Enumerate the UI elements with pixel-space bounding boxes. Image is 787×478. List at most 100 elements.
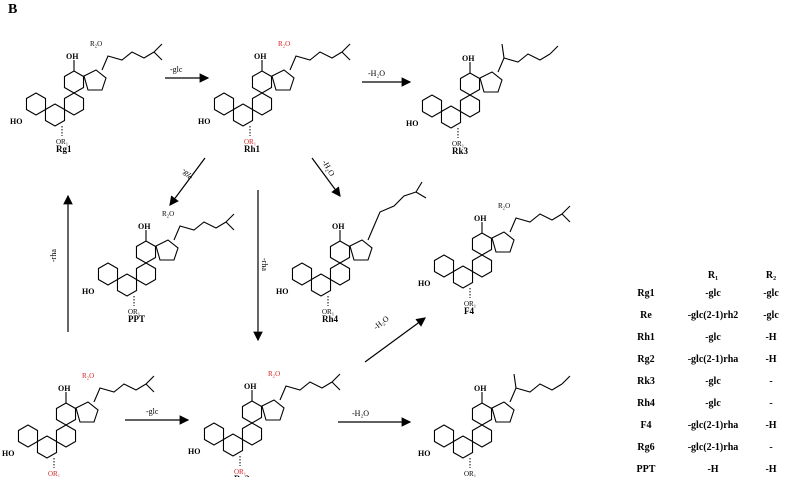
arrow-label: -rha xyxy=(49,249,58,262)
or1-label: OR₁ xyxy=(464,470,476,477)
arrow-rh1-to-rg2: -rha xyxy=(253,190,269,342)
table-cell-compound: Rh4 xyxy=(637,398,655,409)
r2o-label: R₂O xyxy=(498,202,510,210)
compound-label: Rg2 xyxy=(234,474,250,477)
table-cell-r2: -H xyxy=(765,420,777,431)
compound-label: Rh1 xyxy=(244,144,261,154)
hydroxyl-label: OH xyxy=(474,214,487,223)
table-row: Rg1 -glc -glc xyxy=(628,288,786,302)
table-cell-r2: -glc xyxy=(763,288,779,299)
arrow-label: -H₂O xyxy=(372,314,391,332)
table-header-r2: R₂ xyxy=(765,270,777,281)
or1-label: OR₁ xyxy=(464,300,476,308)
table-row: Rg6 -glc(2-1)rha - xyxy=(628,442,786,456)
or1-label: OR₁ xyxy=(452,140,464,148)
arrow-rh1-to-rk3: -H₂O xyxy=(362,69,412,87)
table-cell-compound: Rk3 xyxy=(637,376,655,387)
table-row: PPT -H -H xyxy=(628,464,786,478)
arrow-rg1-to-rh1: -glc xyxy=(165,65,210,83)
table-cell-r1: -glc xyxy=(705,288,721,299)
molecule-rg6: OHHOOR₁Rg6 xyxy=(418,373,571,477)
table-cell-compound: Rh1 xyxy=(637,332,655,343)
or1-label: OR₁ xyxy=(56,138,68,146)
table-cell-r1: -glc xyxy=(705,332,721,343)
table-cell-r1: -glc(2-1)rha xyxy=(687,420,739,431)
hydroxyl-label: OH xyxy=(58,384,71,393)
arrow-rg2-to-rg6: -H₂O xyxy=(338,409,412,427)
table-cell-r1: -glc xyxy=(705,398,721,409)
molecule-rg2: OH R₂O HO OR₁Rg2 xyxy=(188,370,341,477)
table-cell-r2: -H xyxy=(765,464,777,475)
hydroxyl-label: OH xyxy=(332,222,345,231)
r2o-label: R₂O xyxy=(82,372,94,380)
ho-label: HO xyxy=(188,447,200,456)
panel-label: B xyxy=(8,2,18,17)
compound-label: F4 xyxy=(464,306,474,316)
arrow-label: -glc xyxy=(146,407,159,416)
table-cell-r2: -H xyxy=(765,332,777,343)
table-cell-r1: -glc(2-1)rha xyxy=(687,442,739,453)
or1-label: OR₁ xyxy=(322,308,334,316)
table-cell-r1: -glc xyxy=(705,376,721,387)
ho-label: HO xyxy=(82,287,94,296)
table-row: F4 -glc(2-1)rha -H xyxy=(628,420,786,434)
arrow-rh1-to-rh4: -H₂O xyxy=(311,157,341,197)
r2o-label: R₂O xyxy=(90,40,102,48)
table-header-row: R₁ R₂ xyxy=(628,270,786,284)
ho-label: HO xyxy=(198,117,210,126)
r2o-label: R₂O xyxy=(162,210,174,218)
table-header-r1: R₁ xyxy=(707,270,719,281)
table-row: Rk3 -glc - xyxy=(628,376,786,390)
compound-label: Rg1 xyxy=(56,144,72,154)
table-row: Rg2 -glc(2-1)rha -H xyxy=(628,354,786,368)
ho-label: HO xyxy=(406,119,418,128)
table-cell-r2: - xyxy=(769,376,773,387)
or1-label: OR₁ xyxy=(128,308,140,316)
arrow-label: -glc xyxy=(180,166,195,182)
compound-label: PPT xyxy=(128,314,145,324)
hydroxyl-label: OH xyxy=(474,384,487,393)
ho-label: HO xyxy=(2,449,14,458)
r2o-label: R₂O xyxy=(278,40,290,48)
arrow-label: -rha xyxy=(260,258,269,271)
hydroxyl-label: OH xyxy=(254,52,267,61)
table-cell-r2: - xyxy=(769,442,773,453)
arrow-rg1-to-ppt: -glc xyxy=(169,157,206,206)
hydroxyl-label: OH xyxy=(462,54,475,63)
molecule-re: OHR₂OHOOR₁Re xyxy=(2,372,155,477)
or1-label: OR₁ xyxy=(244,138,256,146)
table-cell-compound: Rg1 xyxy=(637,288,655,299)
hydroxyl-label: OH xyxy=(66,52,79,61)
table-cell-compound: F4 xyxy=(640,420,652,431)
arrow-label: -H₂O xyxy=(368,69,385,78)
arrow-label: -glc xyxy=(170,65,183,74)
table-row: Rh1 -glc -H xyxy=(628,332,786,346)
table-cell-r2: -glc xyxy=(763,310,779,321)
table-cell-compound: Rg2 xyxy=(637,354,655,365)
ho-label: HO xyxy=(418,279,430,288)
or1-label: OR₁ xyxy=(48,470,60,477)
table-cell-r2: - xyxy=(769,398,773,409)
hydroxyl-label: OH xyxy=(138,222,151,231)
table-cell-r2: -H xyxy=(765,354,777,365)
table-row: Re -glc(2-1)rh2 -glc xyxy=(628,310,786,324)
table-cell-r1: -glc(2-1)rha xyxy=(687,354,739,365)
arrow-re-to-rg2: -glc xyxy=(125,407,190,425)
ho-label: HO xyxy=(418,449,430,458)
table-cell-compound: PPT xyxy=(636,464,656,475)
ho-label: HO xyxy=(276,287,288,296)
r2o-label: R₂O xyxy=(268,370,280,378)
arrow-re-to-rg1: -rha xyxy=(49,194,73,332)
arrow-rg2-to-f4: -H₂O xyxy=(364,314,426,363)
or1-label: OR₁ xyxy=(234,468,246,476)
hydroxyl-label: OH xyxy=(244,382,257,391)
table-cell-compound: Re xyxy=(640,310,652,321)
arrow-label: -H₂O xyxy=(352,409,369,418)
